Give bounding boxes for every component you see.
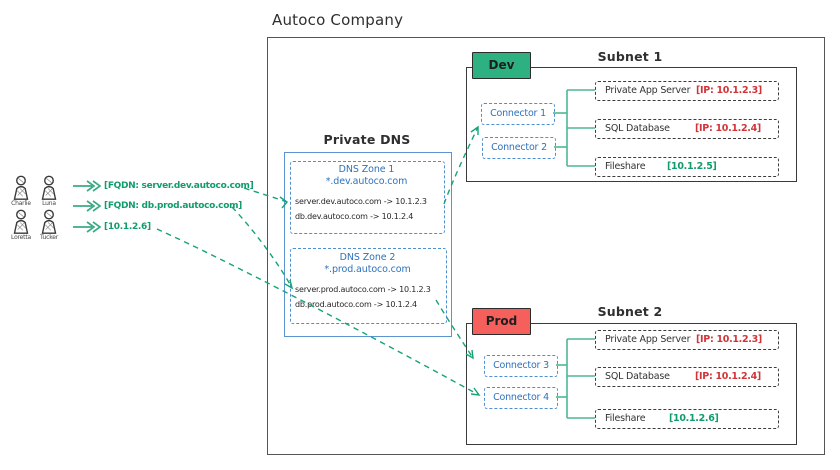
service-ip: [IP: 10.1.2.4]	[695, 371, 761, 382]
service-ip: [IP: 10.1.2.3]	[696, 85, 762, 96]
dns-title: Private DNS	[323, 132, 411, 147]
company-title: Autoco Company	[272, 11, 404, 29]
prod-badge: Prod	[472, 308, 531, 335]
connector-4: Connector 4	[484, 387, 558, 409]
subnet1-sql-database-box: SQL Database [IP: 10.1.2.4]	[595, 119, 779, 139]
dns-zone2-record-server: server.prod.autoco.com -> 10.1.2.3	[295, 285, 431, 294]
user-icon-charlie	[9, 175, 33, 201]
service-name: Fileshare	[605, 161, 646, 172]
subnet1-fileshare-box: Fileshare [10.1.2.5]	[595, 157, 779, 177]
query-label-fqdn-dev: [FQDN: server.dev.autoco.com]	[104, 181, 254, 191]
user-name-loretta: Loretta	[11, 234, 31, 241]
dns-zone1-record-db: db.dev.autoco.com -> 10.1.2.4	[295, 212, 414, 221]
dns-zone2-record-db: db.prod.autoco.com -> 10.1.2.4	[295, 300, 417, 309]
dns-zone1-name: DNS Zone 1	[338, 164, 395, 175]
user-icon-tucker	[37, 209, 61, 235]
subnet2-title: Subnet 2	[597, 304, 663, 319]
dns-zone1-record-server: server.dev.autoco.com -> 10.1.2.3	[295, 197, 427, 206]
dev-badge: Dev	[472, 52, 531, 79]
user-icon-luna	[37, 175, 61, 201]
user-icon-loretta	[9, 209, 33, 235]
service-ip: [10.1.2.6]	[669, 413, 719, 424]
service-name: Private App Server	[605, 334, 691, 345]
user-name-charlie: Charlie	[11, 200, 31, 207]
connector-1: Connector 1	[481, 103, 555, 125]
connector-2: Connector 2	[482, 137, 556, 159]
service-ip: [IP: 10.1.2.4]	[695, 123, 761, 134]
service-ip: [10.1.2.5]	[667, 161, 717, 172]
service-name: SQL Database	[605, 123, 670, 134]
subnet2-sql-database-box: SQL Database [IP: 10.1.2.4]	[595, 367, 779, 387]
service-ip: [IP: 10.1.2.3]	[696, 334, 762, 345]
query-label-fqdn-prod: [FQDN: db.prod.autoco.com]	[104, 201, 242, 211]
user-name-luna: Luna	[42, 200, 56, 207]
subnet1-box	[466, 67, 797, 182]
user-query-arrows	[73, 180, 102, 233]
service-name: Fileshare	[605, 413, 646, 424]
subnet2-fileshare-box: Fileshare [10.1.2.6]	[595, 409, 779, 429]
subnet2-private-app-server-box: Private App Server [IP: 10.1.2.3]	[595, 330, 779, 350]
subnet1-private-app-server-box: Private App Server [IP: 10.1.2.3]	[595, 81, 779, 101]
connector-3: Connector 3	[484, 355, 558, 377]
subnet1-title: Subnet 1	[597, 49, 663, 64]
query-label-direct-ip: [10.1.2.6]	[104, 222, 151, 232]
dns-zone2-wildcard: *.prod.autoco.com	[324, 264, 411, 275]
dns-zone1-wildcard: *.dev.autoco.com	[325, 176, 408, 187]
service-name: SQL Database	[605, 371, 670, 382]
dns-zone2-name: DNS Zone 2	[339, 252, 396, 263]
service-name: Private App Server	[605, 85, 691, 96]
user-name-tucker: Tucker	[39, 234, 59, 241]
